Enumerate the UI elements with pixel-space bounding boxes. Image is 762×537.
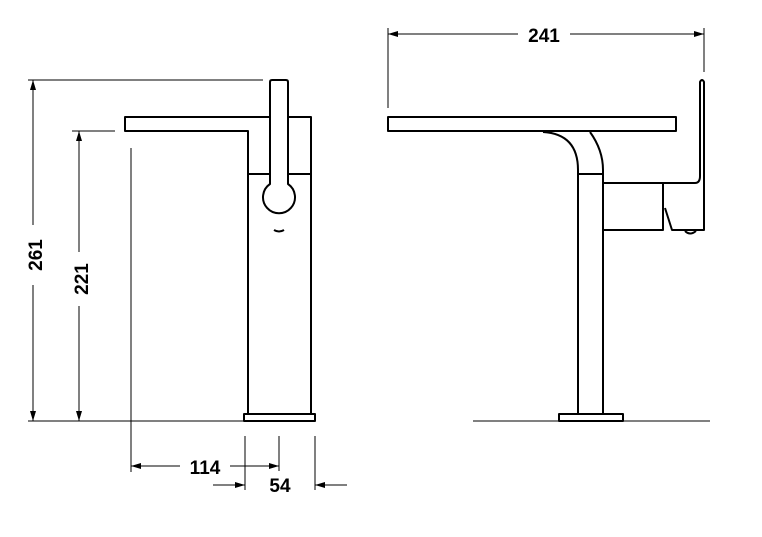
faucet-neck-back: [589, 131, 604, 414]
base-plate: [558, 413, 624, 422]
faucet-spout: [387, 116, 677, 132]
base-plate: [243, 413, 316, 422]
aerator-outlet: [273, 229, 285, 233]
dimension-label-241: 241: [528, 26, 560, 47]
dimension-label-54: 54: [269, 476, 291, 497]
dimension-label-114: 114: [190, 458, 221, 479]
side-view: 241: [387, 26, 710, 422]
mixer-body: [603, 182, 664, 231]
faucet-spout: [124, 116, 270, 414]
faucet-lever: [262, 79, 296, 215]
dimension-label-261: 261: [26, 239, 47, 271]
front-view: 261 221 114 54: [26, 79, 347, 497]
dimension-label-221: 221: [72, 263, 93, 295]
faucet-neck-front: [542, 131, 579, 414]
faucet-body: [288, 116, 312, 414]
lever-nub: [684, 230, 697, 235]
faucet-lever: [663, 79, 705, 231]
